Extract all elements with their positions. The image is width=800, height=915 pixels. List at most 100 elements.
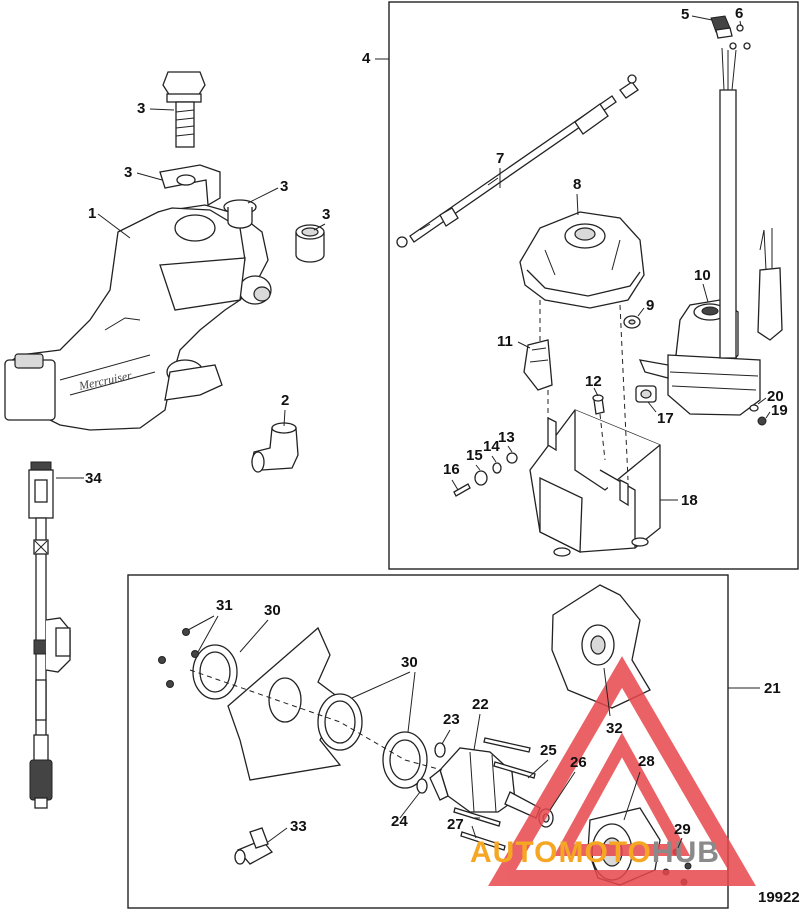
part-3-bushing-flanged xyxy=(223,199,257,229)
part-15-spacer xyxy=(474,470,488,486)
callout-number: 27 xyxy=(447,816,464,833)
part-24-o-ring xyxy=(416,778,428,794)
callout-c34: 34 xyxy=(56,470,102,487)
callout-c27: 27 xyxy=(447,816,480,839)
callout-number: 3 xyxy=(322,206,330,223)
leader-line xyxy=(549,771,576,811)
part-30-gasket-inner xyxy=(317,693,363,751)
callout-number: 25 xyxy=(540,742,557,759)
callout-number: 3 xyxy=(124,164,132,181)
leader-line xyxy=(187,615,215,631)
callout-c18: 18 xyxy=(660,492,698,509)
callout-number: 7 xyxy=(496,150,504,167)
leader-line xyxy=(136,172,163,181)
callout-c10: 10 xyxy=(694,267,711,303)
callout-number: 15 xyxy=(466,447,483,464)
callout-number: 32 xyxy=(606,720,623,737)
leader-line xyxy=(739,20,742,27)
part-3-bushing xyxy=(295,224,325,263)
part-25-long-bolts xyxy=(483,737,536,779)
group-frame-21 xyxy=(127,574,729,909)
callout-number: 22 xyxy=(472,696,489,713)
leader-line xyxy=(351,671,411,699)
leader-line xyxy=(283,409,286,427)
part-8-pump-cover xyxy=(519,211,645,309)
callout-c16: 16 xyxy=(443,461,460,491)
callout-c9: 9 xyxy=(637,297,654,317)
callout-c22: 22 xyxy=(472,696,489,751)
leader-line xyxy=(637,307,645,317)
callout-c25: 25 xyxy=(527,742,557,779)
watermark-logo xyxy=(488,656,756,886)
callout-number: 9 xyxy=(646,297,654,314)
leader-line xyxy=(407,671,416,733)
callout-c7: 7 xyxy=(496,150,504,188)
callout-number: 17 xyxy=(657,410,674,427)
part-22-motor xyxy=(429,747,541,819)
leader-line xyxy=(603,667,611,717)
part-27-bolts xyxy=(453,807,506,851)
callout-c29: 29 xyxy=(674,821,691,849)
callout-c31: 31 xyxy=(187,597,233,653)
leader-line xyxy=(239,619,269,653)
callout-number: 10 xyxy=(694,267,711,284)
callout-number: 14 xyxy=(483,438,500,455)
part-18-mounting-tray xyxy=(529,409,661,557)
part-3-bolt xyxy=(162,71,206,148)
leader-line xyxy=(593,387,599,397)
watermark-text: AUTOMOTOHUB xyxy=(470,836,720,869)
callout-c24: 24 xyxy=(391,791,421,830)
callout-number: 16 xyxy=(443,461,460,478)
callout-c32: 32 xyxy=(603,667,623,737)
callout-c28: 28 xyxy=(623,753,655,821)
part-9-grommet xyxy=(623,315,641,329)
callout-number: 23 xyxy=(443,711,460,728)
leader-line xyxy=(313,223,326,231)
callout-number: 33 xyxy=(290,818,307,835)
callout-c15: 15 xyxy=(466,447,483,471)
callout-c2: 2 xyxy=(281,392,289,427)
callout-c5: 5 xyxy=(681,6,713,23)
callout-number: 34 xyxy=(85,470,102,487)
part-17-grommet xyxy=(635,385,657,403)
callout-c4: 4 xyxy=(362,50,389,67)
leader-line xyxy=(765,411,771,419)
callout-c20: 20 xyxy=(757,388,784,405)
part-31-nuts xyxy=(158,628,199,688)
part-1-mounting-bracket: Mercruiser xyxy=(4,204,272,431)
callout-number: 4 xyxy=(362,50,371,67)
leader-line xyxy=(576,193,579,216)
part-2-elbow-fitting xyxy=(251,422,299,473)
leader-line xyxy=(757,397,767,405)
part-10-hydraulic-pump xyxy=(638,47,783,416)
part-30-gasket-outer xyxy=(192,644,238,700)
callout-c12: 12 xyxy=(585,373,602,397)
callout-number: 28 xyxy=(638,753,655,770)
leader-line xyxy=(473,713,481,751)
part-20-washer xyxy=(749,404,759,412)
callout-c8: 8 xyxy=(573,176,581,216)
leader-line xyxy=(471,825,477,839)
leader-line xyxy=(677,837,683,849)
part-6-terminals xyxy=(729,24,751,50)
leader-line xyxy=(702,283,709,303)
diagram-id: 19922 xyxy=(758,889,800,906)
callout-number: 18 xyxy=(681,492,698,509)
callout-number: 1 xyxy=(88,205,96,222)
callout-c21: 21 xyxy=(728,680,781,697)
callout-c26: 26 xyxy=(549,754,587,811)
leader-line xyxy=(475,464,481,471)
leader-line xyxy=(517,341,531,349)
callout-number: 12 xyxy=(585,373,602,390)
callout-c33: 33 xyxy=(267,818,307,843)
part-33-tee-fitting xyxy=(234,827,274,865)
callout-c3c: 3 xyxy=(247,178,288,204)
leader-line xyxy=(149,108,175,111)
callout-c23: 23 xyxy=(441,711,460,745)
part-16-bolt xyxy=(453,483,471,497)
callout-number: 11 xyxy=(497,333,513,350)
callout-c11: 11 xyxy=(497,333,531,350)
callout-c1: 1 xyxy=(88,205,131,239)
